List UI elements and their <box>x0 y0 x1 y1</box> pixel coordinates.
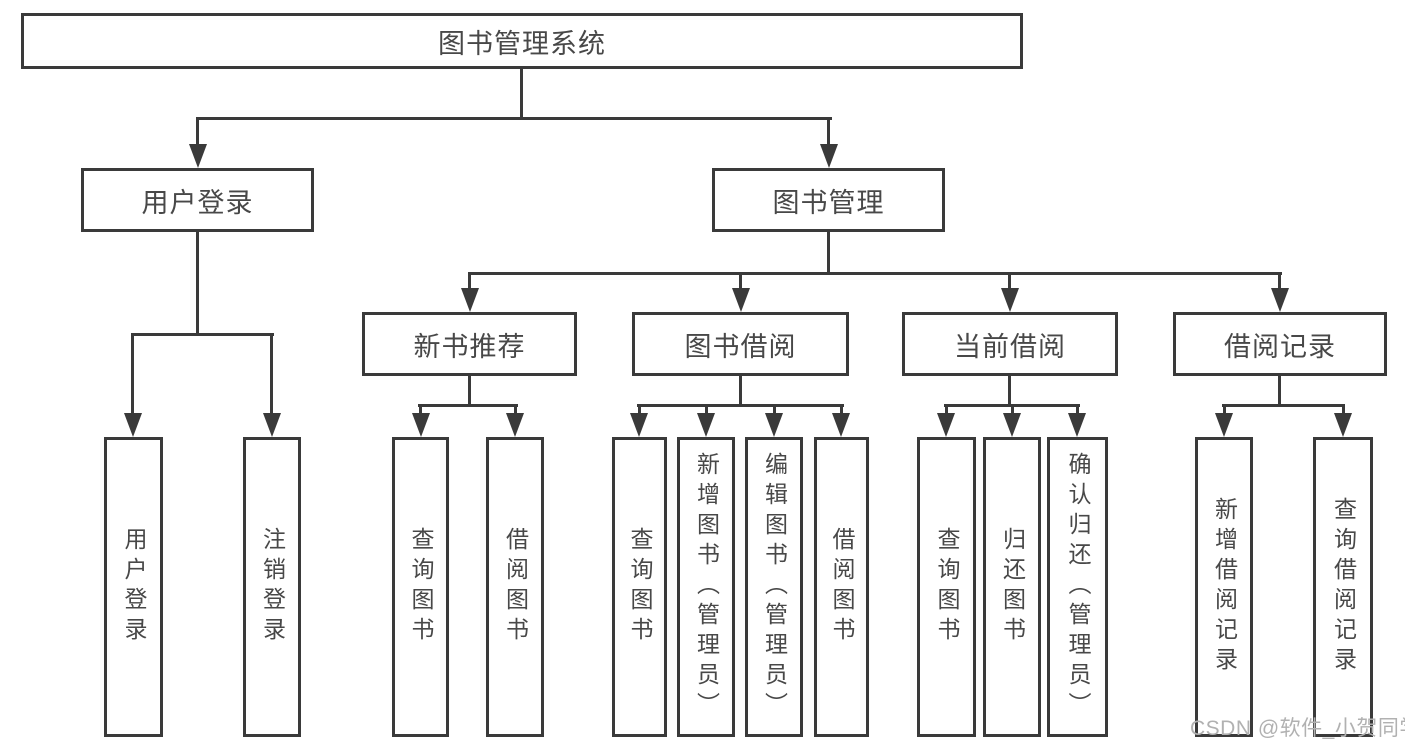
arrow-down-icon <box>1334 413 1352 437</box>
connector <box>1222 404 1345 407</box>
arrow-down-icon <box>1003 413 1021 437</box>
connector <box>840 404 843 418</box>
connector <box>418 404 518 407</box>
connector <box>131 333 274 336</box>
arrow-down-icon <box>697 413 715 437</box>
arrow-down-icon <box>263 413 281 437</box>
node-new-book-recommend: 新书推荐 <box>362 312 577 376</box>
leaf-borrow-add-book-admin: 新增图书（管理员） <box>677 437 735 737</box>
connector <box>196 117 832 120</box>
leaf-current-confirm-return-admin: 确认归还（管理员） <box>1047 437 1108 737</box>
connector <box>468 374 471 407</box>
leaf-label: 用户登录 <box>121 527 147 647</box>
leaf-label: 查询图书 <box>934 527 960 647</box>
connector <box>131 333 134 415</box>
node-current-borrow: 当前借阅 <box>902 312 1118 376</box>
arrow-down-icon <box>820 144 838 168</box>
csdn-watermark: CSDN @软件_小贺同学 <box>1190 717 1405 740</box>
leaf-label: 编辑图书（管理员） <box>761 452 788 722</box>
leaf-label: 归还图书 <box>999 527 1026 647</box>
arrow-down-icon <box>1215 413 1233 437</box>
leaf-current-query-book: 查询图书 <box>917 437 976 737</box>
connector <box>1008 272 1011 290</box>
leaf-label: 新增图书（管理员） <box>693 452 720 722</box>
leaf-user-login: 用户登录 <box>104 437 163 737</box>
leaf-label: 注销登录 <box>259 527 286 647</box>
leaf-borrow-query-book: 查询图书 <box>612 437 667 737</box>
arrow-down-icon <box>461 288 479 312</box>
leaf-label: 查询借阅记录 <box>1330 497 1357 677</box>
arrow-down-icon <box>506 413 524 437</box>
leaf-label: 确认归还（管理员） <box>1065 452 1091 722</box>
leaf-current-return-book: 归还图书 <box>983 437 1041 737</box>
connector <box>196 117 199 147</box>
node-borrow-record: 借阅记录 <box>1173 312 1387 376</box>
connector <box>514 404 517 418</box>
arrow-down-icon <box>412 413 430 437</box>
arrow-down-icon <box>832 413 850 437</box>
arrow-down-icon <box>1068 413 1086 437</box>
connector <box>637 404 844 407</box>
connector <box>520 69 523 120</box>
connector <box>739 272 742 290</box>
arrow-down-icon <box>1271 288 1289 312</box>
connector <box>827 231 830 275</box>
connector <box>705 404 708 418</box>
node-root: 图书管理系统 <box>21 13 1023 69</box>
connector <box>1223 404 1226 418</box>
leaf-label: 新增借阅记录 <box>1211 497 1238 677</box>
connector <box>827 117 830 147</box>
node-user-login: 用户登录 <box>81 168 314 232</box>
node-book-management: 图书管理 <box>712 168 945 232</box>
leaf-recommend-query-book: 查询图书 <box>392 437 449 737</box>
connector <box>773 404 776 418</box>
connector <box>468 272 471 290</box>
connector <box>945 404 948 418</box>
leaf-borrow-borrow-book: 借阅图书 <box>814 437 869 737</box>
node-book-borrow: 图书借阅 <box>632 312 849 376</box>
leaf-label: 查询图书 <box>627 527 653 647</box>
connector <box>1278 374 1281 407</box>
connector <box>196 231 199 335</box>
connector <box>1008 374 1011 407</box>
leaf-label: 借阅图书 <box>829 527 855 647</box>
arrow-down-icon <box>937 413 955 437</box>
leaf-logout: 注销登录 <box>243 437 301 737</box>
arrow-down-icon <box>630 413 648 437</box>
connector <box>1342 404 1345 418</box>
arrow-down-icon <box>732 288 750 312</box>
connector <box>1076 404 1079 418</box>
connector <box>1278 272 1281 290</box>
leaf-label: 查询图书 <box>408 527 434 647</box>
connector <box>419 404 422 418</box>
leaf-record-add: 新增借阅记录 <box>1195 437 1253 737</box>
connector <box>270 333 273 415</box>
connector <box>1011 404 1014 418</box>
connector <box>468 272 1282 275</box>
leaf-label: 借阅图书 <box>502 527 529 647</box>
connector <box>739 374 742 407</box>
leaf-borrow-edit-book-admin: 编辑图书（管理员） <box>745 437 803 737</box>
leaf-recommend-borrow-book: 借阅图书 <box>486 437 544 737</box>
arrow-down-icon <box>1001 288 1019 312</box>
arrow-down-icon <box>765 413 783 437</box>
connector <box>638 404 641 418</box>
arrow-down-icon <box>189 144 207 168</box>
leaf-record-query: 查询借阅记录 <box>1313 437 1373 737</box>
arrow-down-icon <box>124 413 142 437</box>
